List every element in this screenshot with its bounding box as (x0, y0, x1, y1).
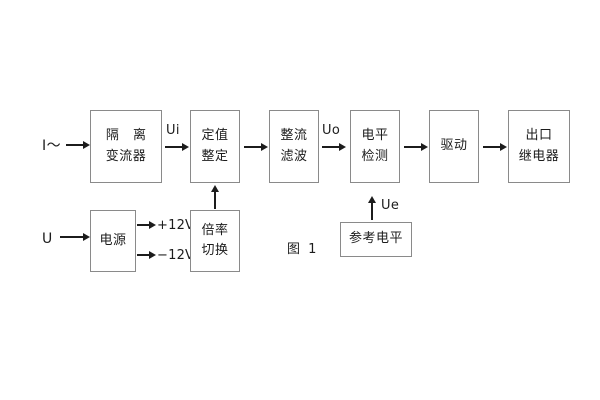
signal-ui-arrow (165, 142, 189, 152)
arrow-multiplier-to-setting (210, 185, 220, 209)
block-isolation-transformer-line2: 变流器 (105, 148, 147, 164)
arrow-setting-to-rectifier (244, 142, 268, 152)
arrow-level-to-drive (404, 142, 428, 152)
voltage-input-label: U (42, 231, 53, 247)
block-setting-value[interactable]: 定值 整定 (190, 110, 240, 183)
block-multiplier-switch[interactable]: 倍率 切换 (190, 210, 240, 272)
rail-positive-12v-arrow (137, 220, 156, 230)
block-output-relay-line2: 继电器 (518, 148, 560, 164)
block-reference-level[interactable]: 参考电平 (340, 222, 412, 257)
rail-negative-12v-label: −12V (157, 248, 195, 263)
block-power-supply-line1: 电源 (99, 232, 127, 248)
block-drive-line1: 驱动 (440, 138, 468, 154)
current-input-label: I～ (42, 138, 62, 154)
block-isolation-transformer-line1: 隔 离 (105, 128, 152, 144)
block-power-supply[interactable]: 电源 (90, 210, 136, 272)
block-level-detection[interactable]: 电平 检测 (350, 110, 400, 183)
block-rectifier-filter-line2: 滤波 (280, 148, 308, 164)
block-isolation-transformer[interactable]: 隔 离 变流器 (90, 110, 162, 183)
block-reference-level-line1: 参考电平 (348, 231, 403, 247)
rail-negative-12v-arrow (137, 250, 156, 260)
block-setting-value-line1: 定值 (201, 128, 229, 144)
signal-uo-arrow (322, 142, 346, 152)
block-drive[interactable]: 驱动 (429, 110, 479, 183)
signal-ue-label: Ue (381, 198, 400, 213)
block-output-relay-line1: 出口 (525, 128, 553, 144)
signal-ue-arrow (367, 196, 377, 220)
block-output-relay[interactable]: 出口 继电器 (508, 110, 570, 183)
figure-caption: 图 1 (287, 242, 319, 257)
block-level-detection-line2: 检测 (361, 148, 389, 164)
voltage-input-arrow (60, 232, 90, 242)
current-input-arrow (66, 140, 90, 150)
block-multiplier-switch-line2: 切换 (201, 243, 229, 258)
rail-positive-12v-label: +12V (157, 218, 195, 233)
block-setting-value-line2: 整定 (201, 148, 229, 164)
block-rectifier-filter[interactable]: 整流 滤波 (269, 110, 319, 183)
block-rectifier-filter-line1: 整流 (280, 128, 308, 144)
arrow-drive-to-output-relay (483, 142, 507, 152)
signal-ui-label: Ui (166, 123, 180, 138)
block-multiplier-switch-line1: 倍率 (201, 222, 229, 238)
signal-uo-label: Uo (322, 123, 341, 138)
block-level-detection-line1: 电平 (361, 128, 389, 144)
